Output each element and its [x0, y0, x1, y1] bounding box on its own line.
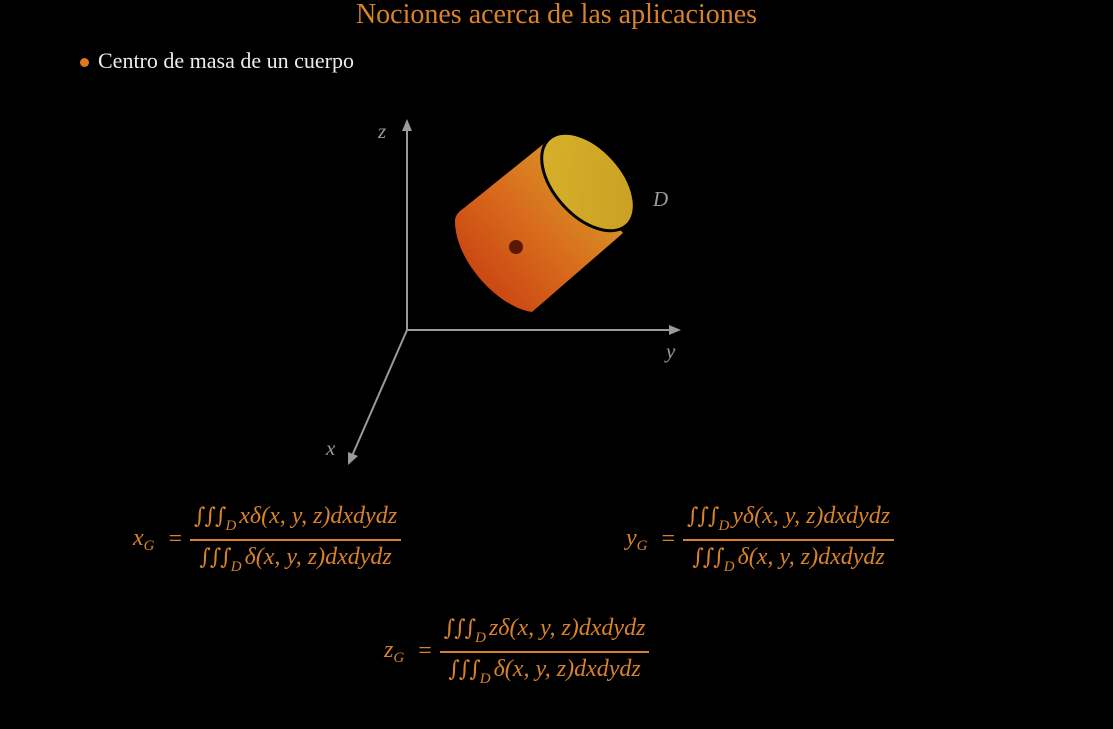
formula-xG-var: x [133, 524, 144, 551]
formula-zG-sub: G [393, 649, 405, 666]
bullet-dot-icon [80, 57, 89, 67]
cylinder-body [455, 131, 636, 312]
formula-yG-equals: = [661, 526, 676, 552]
triple-integral-icon: ∫∫∫ [687, 504, 719, 529]
triple-integral-icon: ∫∫∫ [443, 616, 476, 641]
formula-zG-lhs: zG [384, 637, 404, 667]
formula-zG-num-domain: D [475, 630, 486, 646]
center-of-mass-point [509, 240, 523, 254]
formula-xG-num-domain: D [225, 518, 237, 534]
formula-xG-sub: G [143, 537, 155, 554]
formula-yG-num-domain: D [718, 518, 730, 534]
z-axis-arrow-icon [402, 119, 412, 131]
bullet-item: Centro de masa de un cuerpo [80, 48, 354, 74]
x-axis-label: x [325, 436, 336, 460]
z-axis-label: z [377, 119, 386, 143]
formula-xG-lhs: xG [133, 525, 155, 555]
formula-yG-den-domain: D [723, 559, 735, 575]
formula-zG-num-body: zδ(x, y, z)dxdydz [488, 615, 646, 641]
formula-yG-num-body: yδ(x, y, z)dxdydz [732, 503, 891, 529]
bullet-text: Centro de masa de un cuerpo [98, 48, 354, 73]
y-axis-arrow-icon [669, 325, 681, 335]
triple-integral-icon: ∫∫∫ [194, 504, 226, 529]
formula-xG-den-body: δ(x, y, z)dxdydz [244, 544, 392, 570]
formula-zG-var: z [384, 636, 394, 663]
triple-integral-icon: ∫∫∫ [199, 545, 231, 570]
formula-yG-lhs: yG [626, 525, 648, 555]
formula-xG-den-domain: D [230, 559, 242, 575]
formula-yG-den-body: δ(x, y, z)dxdydz [737, 544, 885, 570]
formula-zG-den-body: δ(x, y, z)dxdydz [493, 656, 641, 682]
triple-integral-icon: ∫∫∫ [692, 545, 724, 570]
slide-title: Nociones acerca de las aplicaciones [355, 0, 758, 30]
formula-yG-var: y [626, 524, 637, 551]
x-axis-line [351, 329, 408, 457]
formula-xG-num-body: xδ(x, y, z)dxdydz [239, 503, 398, 529]
y-axis-label: y [664, 339, 676, 363]
triple-integral-icon: ∫∫∫ [448, 657, 480, 682]
formula-zG-equals: = [418, 638, 432, 664]
region-label: D [652, 187, 668, 211]
formula-xG-equals: = [168, 526, 183, 552]
formula-zG-den-domain: D [479, 671, 491, 687]
x-axis-arrow-icon [348, 452, 358, 465]
formula-yG-sub: G [636, 537, 648, 554]
